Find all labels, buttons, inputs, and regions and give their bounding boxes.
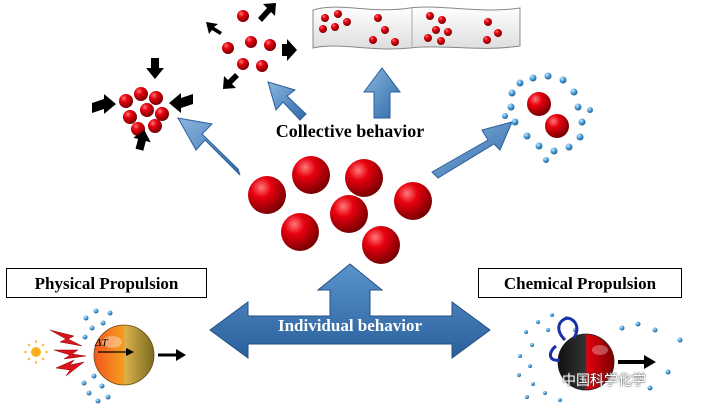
sun-icon: [24, 340, 48, 364]
individual-arrow: [209, 263, 491, 359]
compression-cluster: [92, 58, 193, 151]
individual-behavior-label: Individual behavior: [277, 316, 423, 335]
arrow-up-left-small: [267, 81, 307, 121]
arrow-up-left: [177, 117, 241, 176]
watermark-text: 中国科学化学: [562, 373, 646, 389]
delta-t-label: ΔT: [95, 337, 108, 349]
particle-film: [312, 6, 521, 50]
lightning-icon: [49, 329, 87, 377]
physical-propulsion-label: Physical Propulsion: [6, 268, 207, 298]
arrow-up-center: [363, 67, 401, 119]
central-particle-cluster: [248, 156, 432, 264]
wechat-icon: [541, 372, 564, 390]
arrow-up-right: [431, 121, 513, 179]
expansion-cluster: [206, 3, 297, 89]
particles-with-blue-dots: [502, 72, 593, 163]
watermark-icon-spacer: [540, 373, 558, 387]
chemical-propulsion-illustration: [517, 313, 683, 402]
reaction-arrow-icon: [549, 316, 579, 362]
watermark: 中国科学化学: [540, 370, 690, 392]
collective-behavior-label: Collective behavior: [275, 121, 425, 141]
physical-propulsion-illustration: [24, 308, 186, 404]
chemical-propulsion-label: Chemical Propulsion: [478, 268, 682, 298]
